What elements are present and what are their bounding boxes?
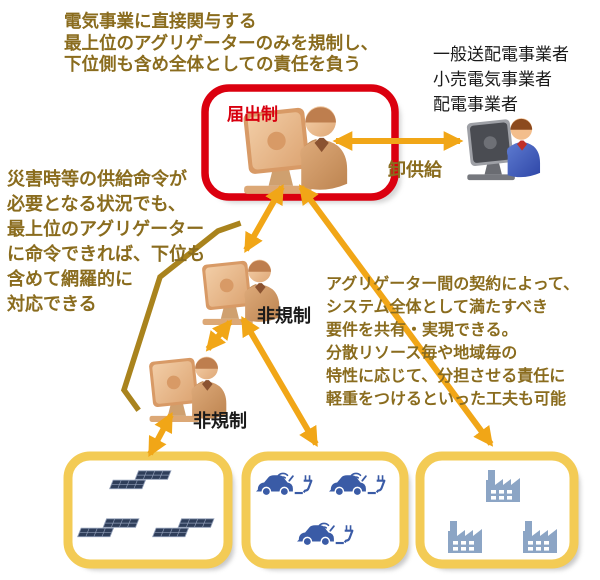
notification-system-badge: 届出制 <box>227 105 278 124</box>
factory-resources-box <box>415 451 580 570</box>
annotation-disaster-command: 災害時等の供給命令が 必要となる状況でも、 最上位のアグリゲーター に命令できれ… <box>7 169 205 314</box>
arrow-mid-to-ev-resources <box>240 316 319 447</box>
ev-resources-box <box>241 451 410 570</box>
command-scope-bracket <box>120 220 242 412</box>
arrow-top-to-mid <box>243 183 285 254</box>
annotation-contract-sharing: アグリゲーター間の契約によって、 システム全体として満たすべき 要件を共有・実現… <box>326 276 580 408</box>
arrow-lower-to-solar-resources <box>147 411 174 458</box>
unregulated-badge-mid: 非規制 <box>257 306 311 326</box>
arrow-top-to-factory-resources <box>298 184 494 447</box>
wholesale-supply-label: 卸供給 <box>388 160 442 180</box>
solar-resources-box <box>63 451 234 570</box>
annotation-top-regulation: 電気事業に直接関与する 最上位のアグリゲーターのみを規制し、 下位側も含め全体と… <box>64 11 379 74</box>
unregulated-badge-lower: 非規制 <box>193 411 247 431</box>
annotation-utility-operators: 一般送配電事業者 小売電気事業者 配電事業者 <box>433 45 569 114</box>
utility-operator-icon <box>466 118 541 181</box>
arrow-mid-to-lower <box>205 319 233 352</box>
